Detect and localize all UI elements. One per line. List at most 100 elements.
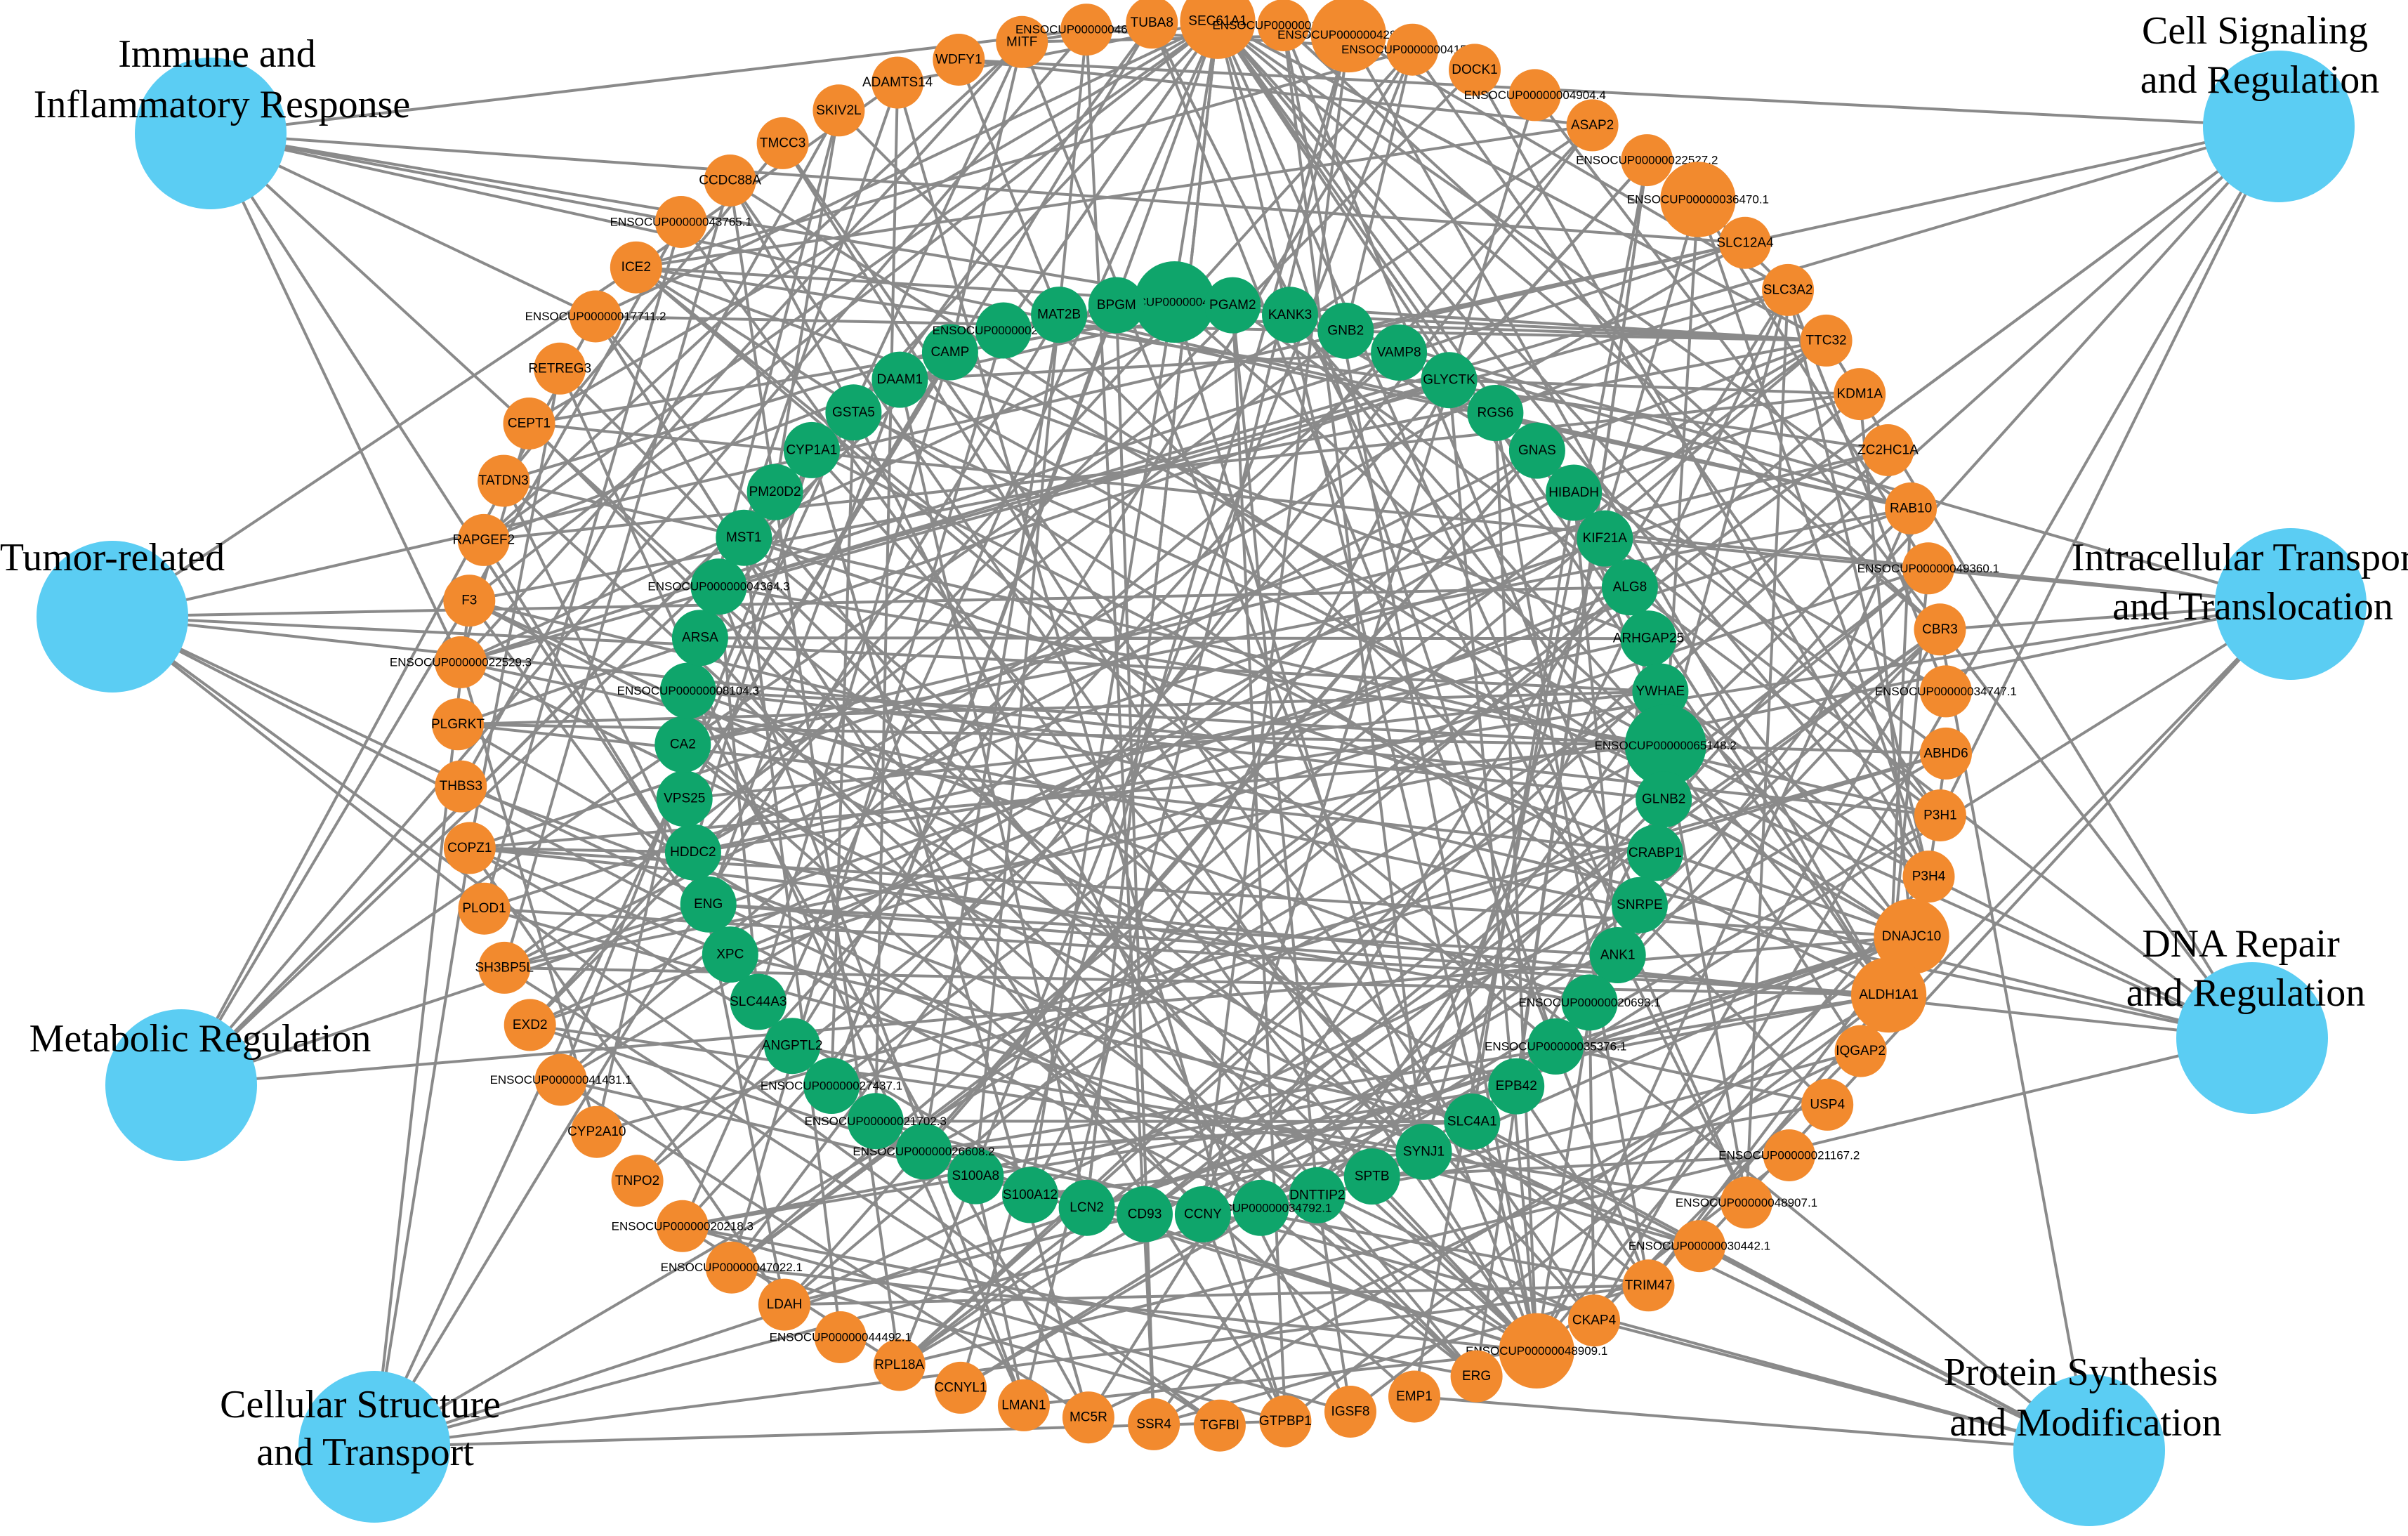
- network-edge: [1744, 125, 2279, 244]
- outer-gene-node-ensocup00000020218-3: [656, 1200, 709, 1252]
- outer-gene-label-thbs3: THBS3: [440, 779, 482, 794]
- network-edge: [874, 82, 900, 1122]
- network-edge: [682, 743, 1538, 1353]
- outer-gene-label-usp4: USP4: [1810, 1097, 1845, 1112]
- category-node-intracellular: [2215, 528, 2367, 680]
- inner-gene-label-ensocup00000008104-3: ENSOCUP00000008104.3: [617, 684, 759, 697]
- category-labels: Immune and Inflammatory Response Tumor-r…: [0, 9, 2408, 1474]
- network-edge: [111, 266, 637, 618]
- outer-gene-label-ensocup00000048907-1: ENSOCUP00000048907.1: [1676, 1196, 1817, 1209]
- inner-gene-node-gnas: [1508, 422, 1565, 479]
- network-edge: [1593, 126, 2280, 1322]
- network-edge: [460, 241, 1746, 664]
- outer-gene-node-gtpbp1: [1259, 1395, 1312, 1448]
- outer-gene-node-erg: [1450, 1350, 1503, 1403]
- inner-gene-node-alg8: [1601, 559, 1658, 616]
- category-node-tumor: [37, 541, 188, 692]
- inner-gene-node-ensocup00000020693-1: [1561, 974, 1618, 1031]
- outer-gene-label-plod1: PLOD1: [462, 901, 506, 916]
- network-edge: [502, 480, 1478, 1378]
- outer-gene-node-ice2: [610, 241, 662, 294]
- network-edge: [1289, 314, 1665, 801]
- inner-gene-node-pgam2: [1204, 277, 1261, 334]
- network-edge: [718, 125, 2279, 589]
- network-edge: [708, 902, 1618, 957]
- inner-gene-label-ensocup00000004364-3: ENSOCUP00000004364.3: [647, 580, 789, 593]
- outer-gene-label-asap2: ASAP2: [1571, 118, 1614, 133]
- inner-gene-node-angptl2: [764, 1018, 821, 1075]
- network-edge: [1260, 1207, 1478, 1378]
- outer-gene-label-tmcc3: TMCC3: [760, 136, 805, 150]
- outer-gene-node-lman1: [997, 1379, 1050, 1431]
- outer-gene-label-p3h4: P3H4: [1912, 869, 1946, 884]
- network-edge: [503, 180, 732, 969]
- inner-gene-label-ensocup00000035376-1: ENSOCUP00000035376.1: [1485, 1040, 1626, 1053]
- inner-gene-node-sptb: [1343, 1148, 1400, 1205]
- outer-gene-label-dnajc10: DNAJC10: [1882, 929, 1941, 944]
- inner-gene-label-glnb2: GLNB2: [1642, 792, 1685, 807]
- outer-gene-node-retreg3: [534, 342, 586, 395]
- outer-gene-label-ensocup00000043765-1: ENSOCUP00000043765.1: [610, 216, 752, 229]
- outer-gene-node-ensocup00000021167-2: [1763, 1129, 1815, 1181]
- inner-gene-label-sptb: SPTB: [1355, 1169, 1390, 1184]
- outer-gene-node-tmcc3: [756, 117, 809, 169]
- network-edge: [923, 993, 1889, 1153]
- outer-gene-node-p3h4: [1902, 851, 1955, 903]
- network-edge: [1535, 508, 1912, 1352]
- inner-gene-node-camp: [921, 324, 978, 381]
- outer-gene-label-abhd6: ABHD6: [1923, 746, 1968, 761]
- network-edge: [682, 993, 1889, 1228]
- inner-gene-label-hibadh: HIBADH: [1548, 485, 1599, 500]
- outer-gene-label-tatdn3: TATDN3: [479, 473, 529, 488]
- network-edge: [468, 339, 1827, 603]
- network-edge: [112, 615, 1595, 1322]
- network-edge: [468, 599, 2090, 1452]
- network-edge: [529, 567, 1929, 1027]
- network-edge: [374, 1049, 1862, 1448]
- inner-ring-gene-nodes: ENSOCUP00000040558.1PGAM2KANK3GNB2VAMP8G…: [617, 261, 1737, 1242]
- network-edge: [180, 600, 471, 1087]
- network-edge: [691, 449, 813, 853]
- inner-gene-node-mst1: [716, 509, 772, 566]
- inner-gene-label-eng: ENG: [694, 897, 723, 912]
- network-edge: [1537, 339, 1827, 452]
- inner-gene-label-gsta5: GSTA5: [832, 405, 875, 420]
- network-edge: [457, 723, 1666, 747]
- outer-gene-node-ensocup00000044492-1: [814, 1311, 867, 1363]
- network-edge: [1202, 1214, 1287, 1422]
- inner-gene-label-pgam2: PGAM2: [1209, 298, 1256, 313]
- network-edge: [1002, 20, 1219, 332]
- category-label-tumor: Tumor-related: [0, 536, 225, 579]
- category-label-immune: Immune and Inflammatory Response: [34, 32, 411, 126]
- outer-gene-node-ensocup00000004904-4: [1508, 69, 1561, 122]
- outer-gene-node-rab10: [1885, 482, 1937, 534]
- category-node-metabolic: [105, 1009, 257, 1161]
- network-edge: [373, 848, 471, 1448]
- outer-gene-node-cbr3: [1914, 603, 1966, 656]
- inner-gene-node-pm20d2: [746, 464, 803, 520]
- network-edge: [1216, 20, 1912, 510]
- inner-gene-label-ensocup00000065148-2: ENSOCUP00000065148.2: [1595, 739, 1737, 752]
- network-edge: [1344, 49, 1414, 332]
- network-edge: [959, 58, 2279, 128]
- outer-gene-node-kdm1a: [1834, 368, 1886, 421]
- outer-gene-label-ensocup00000020218-3: ENSOCUP00000020218.3: [612, 1219, 754, 1233]
- inner-gene-node-ensocup00000021702-3: [847, 1093, 904, 1150]
- network-edge: [469, 846, 731, 956]
- inner-gene-label-slc4a1: SLC4A1: [1447, 1115, 1497, 1129]
- inner-gene-node-kank3: [1262, 287, 1318, 343]
- inner-gene-label-gnas: GNAS: [1518, 443, 1556, 458]
- network-edge: [1534, 94, 2254, 1039]
- outer-gene-node-ensocup00000042867-1: [1310, 0, 1386, 73]
- network-edge: [718, 585, 1666, 747]
- outer-gene-node-slc12a4: [1719, 216, 1771, 269]
- inner-gene-label-camp: CAMP: [930, 345, 969, 360]
- network-edge: [680, 221, 1374, 1178]
- inner-gene-label-mat2b: MAT2B: [1037, 308, 1081, 322]
- outer-gene-node-ldah: [758, 1278, 810, 1331]
- outer-gene-label-ensocup00000048909-1: ENSOCUP00000048909.1: [1466, 1344, 1607, 1358]
- outer-gene-label-sec61a1: SEC61A1: [1188, 14, 1246, 29]
- inner-gene-label-kank3: KANK3: [1268, 308, 1312, 322]
- outer-gene-node-rpl18a: [873, 1339, 926, 1391]
- outer-gene-label-slc12a4: SLC12A4: [1716, 235, 1774, 250]
